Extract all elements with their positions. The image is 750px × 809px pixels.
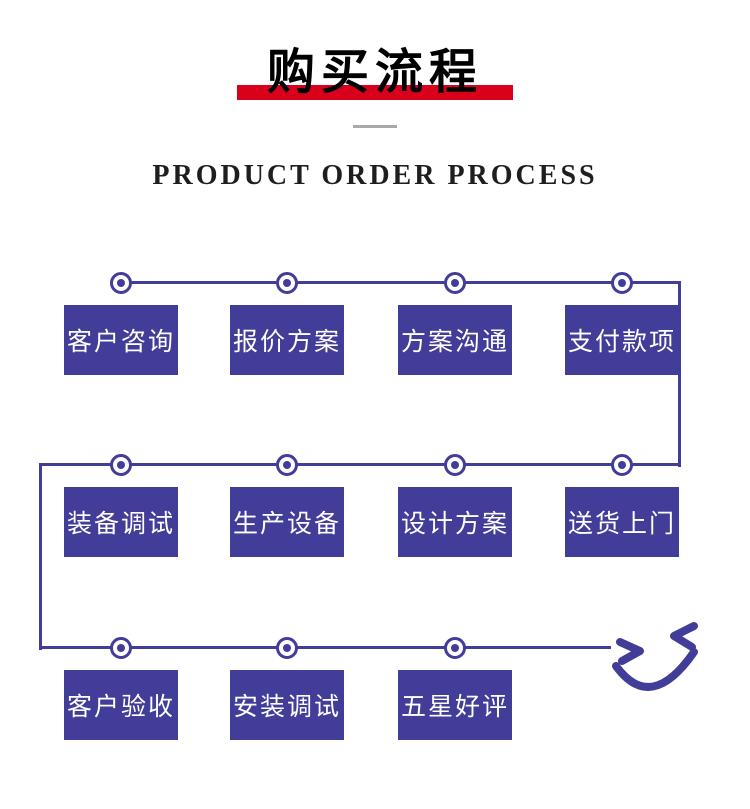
- step-box-quotation-plan: 报价方案: [230, 305, 344, 375]
- step-box-equipment-debug: 装备调试: [64, 487, 178, 557]
- step-box-production-equipment: 生产设备: [230, 487, 344, 557]
- divider-line: [353, 125, 397, 128]
- flow-node-circle: [110, 454, 132, 476]
- step-box-payment: 支付款项: [565, 305, 679, 375]
- step-box-delivery: 送货上门: [565, 487, 679, 557]
- connector-line-left-vertical: [39, 463, 42, 650]
- flow-node-dot: [618, 461, 626, 469]
- flow-node-circle: [444, 637, 466, 659]
- step-box-install-debug: 安装调试: [230, 670, 344, 740]
- step-box-design-plan: 设计方案: [398, 487, 512, 557]
- flow-node-dot: [117, 279, 125, 287]
- step-box-customer-consult: 客户咨询: [64, 305, 178, 375]
- page-title: 购买流程: [266, 46, 483, 99]
- connector-line-row3: [39, 646, 611, 649]
- page-subtitle: PRODUCT ORDER PROCESS: [152, 160, 598, 191]
- flow-node-circle: [110, 272, 132, 294]
- flow-node-dot: [451, 644, 459, 652]
- smiley-face-icon: [612, 622, 698, 691]
- flow-node-circle: [110, 637, 132, 659]
- smiley-right-eye: [670, 622, 698, 651]
- smiley-mouth: [612, 648, 698, 691]
- flow-node-dot: [117, 644, 125, 652]
- flow-node-circle: [444, 454, 466, 476]
- title-red-underline-bar: [237, 85, 513, 100]
- flow-node-dot: [451, 279, 459, 287]
- step-box-plan-communication: 方案沟通: [398, 305, 512, 375]
- step-box-five-star-review: 五星好评: [398, 670, 512, 740]
- flow-node-circle: [444, 272, 466, 294]
- flow-node-circle: [611, 454, 633, 476]
- flow-node-circle: [276, 637, 298, 659]
- flow-node-dot: [117, 461, 125, 469]
- flow-node-dot: [451, 461, 459, 469]
- connector-line-row1: [120, 281, 681, 284]
- flow-node-circle: [276, 272, 298, 294]
- flow-node-circle: [611, 272, 633, 294]
- step-box-customer-acceptance: 客户验收: [64, 670, 178, 740]
- connector-line-row2: [39, 463, 681, 466]
- flow-node-dot: [618, 279, 626, 287]
- flow-node-circle: [276, 454, 298, 476]
- smiley-left-eye: [616, 638, 644, 665]
- flow-node-dot: [283, 279, 291, 287]
- flow-node-dot: [283, 461, 291, 469]
- flow-node-dot: [283, 644, 291, 652]
- connector-line-right-vertical: [678, 281, 681, 467]
